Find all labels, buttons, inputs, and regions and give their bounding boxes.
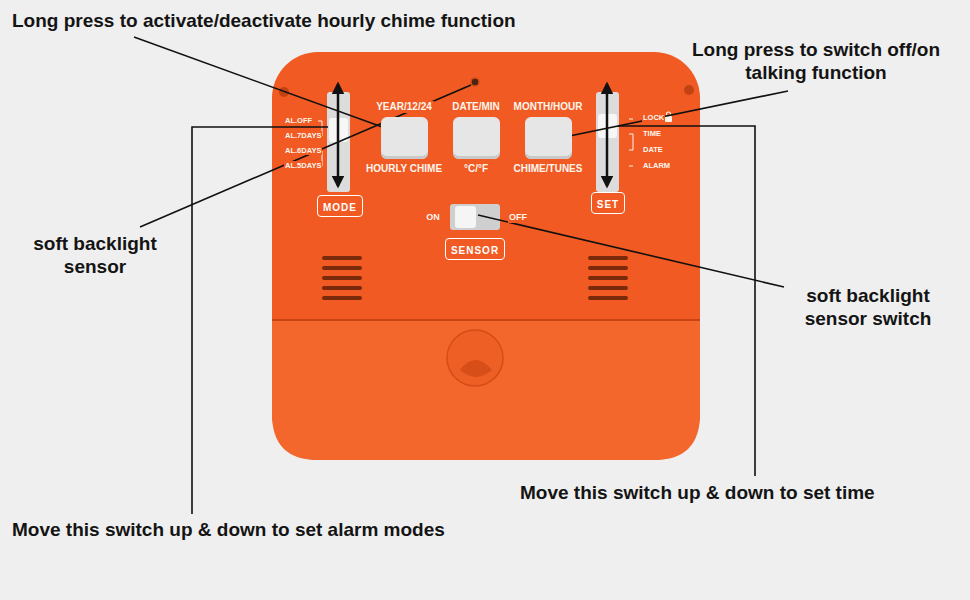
switch-position-label: ON (425, 212, 441, 223)
button-label: MODE (323, 202, 357, 213)
button-label: °C/°F (462, 163, 490, 175)
leader-line (134, 37, 396, 132)
leader-line (192, 127, 328, 514)
callout-text: Long press to activate/deactivate hourly… (12, 9, 516, 32)
double-arrow (337, 84, 340, 186)
speaker-slot (322, 266, 362, 270)
button-label: SENSOR (451, 245, 499, 256)
speaker-slot (322, 286, 362, 290)
button-face (453, 117, 500, 159)
panel-label-box: SET (591, 192, 625, 214)
button-face (525, 117, 572, 159)
callout-text: Long press to switch off/on talking func… (666, 38, 966, 84)
set-mode-label: TIME (642, 129, 662, 138)
button-label: HOURLY CHIME (364, 163, 444, 175)
sensor-switch-slot (450, 204, 500, 230)
button-face (381, 117, 428, 159)
battery-cover (272, 320, 700, 460)
double-arrow (606, 84, 609, 186)
leader-line (140, 85, 471, 227)
alarm-mode-label: AL.5DAYS (284, 161, 322, 170)
panel-label-box: SENSOR (445, 238, 505, 260)
speaker-slot (322, 296, 362, 300)
callout-text: Move this switch up & down to set alarm … (12, 518, 445, 541)
leader-line (478, 215, 784, 287)
speaker-slot (322, 276, 362, 280)
speaker-slot (588, 286, 628, 290)
button-label: MONTH/HOUR (512, 101, 585, 113)
sensor-switch-knob (455, 206, 476, 228)
light-sensor-hole (471, 78, 479, 86)
cover-indent (447, 330, 503, 386)
alarm-mode-label: AL.7DAYS (284, 131, 322, 140)
set-mode-label: ALARM (642, 161, 671, 170)
speaker-slot (588, 256, 628, 260)
set-mode-label: DATE (642, 145, 664, 154)
push-button: MONTH/HOUR CHIME/TUNES (512, 101, 585, 175)
push-button: DATE/MIN °C/°F (450, 101, 502, 175)
hanging-hole (684, 85, 694, 95)
button-label: DATE/MIN (450, 101, 502, 113)
callout-text: soft backlight sensor switch (783, 284, 953, 330)
push-button: YEAR/12/24HOURLY CHIME (364, 101, 444, 175)
callout-text: soft backlight sensor (15, 232, 175, 278)
button-label: YEAR/12/24 (374, 101, 434, 113)
cover-seam (272, 319, 700, 321)
leader-line (618, 126, 755, 476)
panel-label-box: MODE (317, 195, 363, 217)
alarm-mode-label: AL.OFF (284, 116, 313, 125)
button-label: SET (597, 199, 619, 210)
leader-line (550, 91, 788, 140)
button-label: CHIME/TUNES (512, 163, 585, 175)
switch-position-label: OFF (508, 212, 528, 223)
callout-text: Move this switch up & down to set time (520, 481, 875, 504)
speaker-slot (322, 256, 362, 260)
speaker-slot (588, 296, 628, 300)
speaker-slot (588, 276, 628, 280)
indent-shadow (460, 360, 492, 377)
alarm-mode-label: AL.6DAYS (284, 146, 322, 155)
set-mode-label: LOCK (642, 113, 665, 122)
clock-body (272, 52, 700, 460)
speaker-slot (588, 266, 628, 270)
